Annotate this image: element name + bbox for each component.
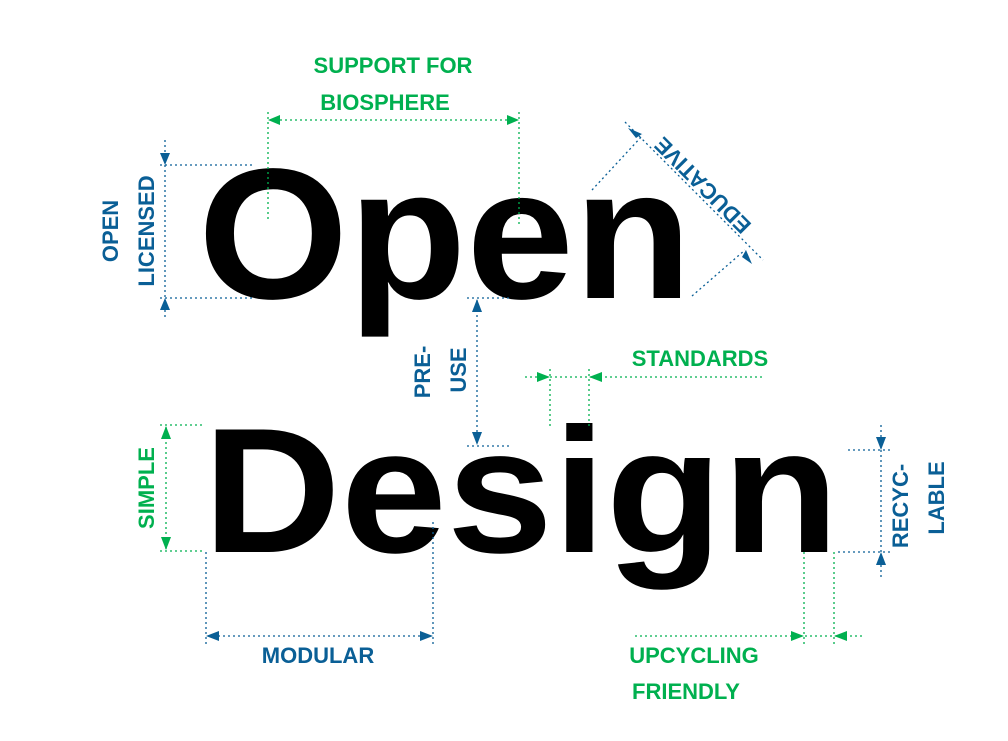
recyclable-dimension bbox=[838, 425, 890, 578]
label-lable: LABLE bbox=[924, 461, 949, 534]
support-biosphere-dimension bbox=[267, 112, 520, 225]
standards-dimension bbox=[525, 369, 765, 428]
pre-use-dimension bbox=[467, 297, 510, 447]
educative-dimension bbox=[591, 121, 764, 297]
label-simple: SIMPLE bbox=[134, 447, 159, 529]
label-use: USE bbox=[446, 347, 471, 392]
label-open: OPEN bbox=[98, 200, 123, 262]
label-pre: PRE- bbox=[410, 346, 435, 399]
label-standards: STANDARDS bbox=[632, 346, 768, 371]
word-open: Open bbox=[198, 131, 692, 338]
label-friendly: FRIENDLY bbox=[632, 679, 740, 704]
modular-dimension bbox=[205, 522, 434, 645]
upcycling-dimension bbox=[635, 552, 865, 645]
label-licensed: LICENSED bbox=[134, 175, 159, 286]
open-licensed-dimension bbox=[160, 140, 255, 320]
simple-dimension bbox=[160, 424, 205, 552]
label-recyc: RECYC- bbox=[888, 464, 913, 548]
label-support-for: SUPPORT FOR bbox=[314, 53, 473, 78]
label-biosphere: BIOSPHERE bbox=[320, 90, 450, 115]
label-modular: MODULAR bbox=[262, 643, 375, 668]
label-upcycling: UPCYCLING bbox=[629, 643, 759, 668]
word-design: Design bbox=[203, 391, 839, 590]
